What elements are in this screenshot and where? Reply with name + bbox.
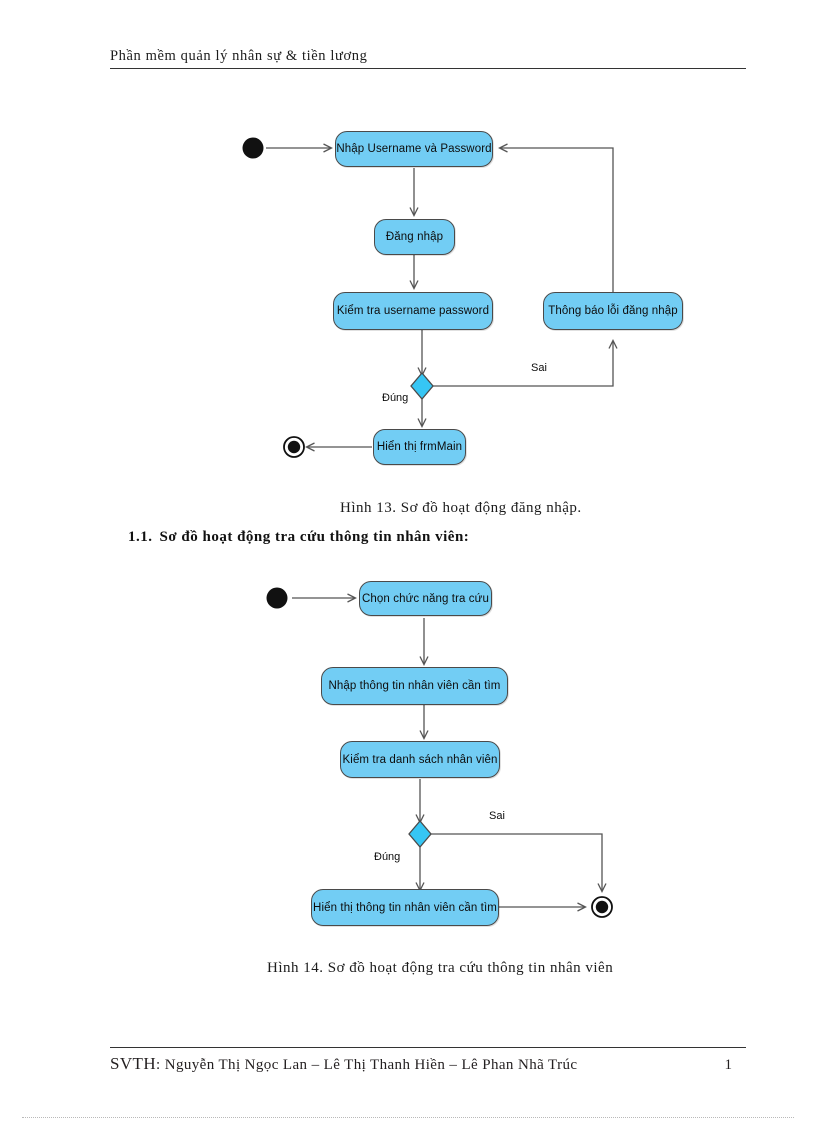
page-number: 1	[724, 1057, 733, 1073]
fig2-edge-decision-false	[430, 833, 607, 893]
fig2-node-enter-employee-info[interactable]: Nhập thông tin nhân viên cần tìm	[321, 667, 508, 705]
fig1-node-login-error[interactable]: Thông báo lỗi đăng nhập	[543, 292, 683, 330]
fig1-edge-decision-false	[432, 339, 618, 387]
fig1-node-input-credentials-label: Nhập Username và Password	[336, 143, 492, 155]
fig2-node-check-employee-list-label: Kiểm tra danh sách nhân viên	[342, 753, 498, 766]
fig1-node-login-label: Đăng nhập	[385, 231, 444, 243]
fig2-edge-label-true: Đúng	[374, 851, 401, 863]
fig2-edge-label-false: Sai	[489, 810, 505, 822]
document-footer: SVTH: Nguyễn Thị Ngọc Lan – Lê Thị Thanh…	[110, 1047, 746, 1074]
fig1-edge-error-back-to-input	[498, 143, 614, 294]
fig1-end-node-ring	[283, 436, 305, 458]
fig1-node-check-credentials[interactable]: Kiểm tra username password	[333, 292, 493, 330]
header-title: Phần mềm quản lý nhân sự & tiền lương	[110, 48, 368, 64]
figure1-caption: Hình 13. Sơ đồ hoạt động đăng nhập.	[340, 500, 582, 516]
fig1-end-node-core	[287, 440, 301, 454]
fig1-node-login-error-label: Thông báo lỗi đăng nhập	[548, 305, 678, 317]
footer-divider	[110, 1047, 746, 1048]
footer-authors-text: Nguyễn Thị Ngọc Lan – Lê Thị Thanh Hiền …	[164, 1057, 578, 1073]
section-heading: 1.1. Sơ đồ hoạt động tra cứu thông tin nh…	[128, 529, 469, 546]
section-heading-number: 1.1.	[128, 529, 153, 545]
footer-authors: SVTH: Nguyễn Thị Ngọc Lan – Lê Thị Thanh…	[110, 1054, 577, 1074]
fig2-decision-diamond	[408, 819, 432, 849]
header-divider	[110, 68, 746, 69]
fig2-end-node-core	[595, 900, 609, 914]
fig1-edge-label-true: Đúng	[382, 392, 409, 404]
section-heading-title: Sơ đồ hoạt động tra cứu thông tin nhân v…	[159, 529, 470, 545]
fig2-node-select-search-label: Chọn chức năng tra cứu	[362, 592, 489, 605]
fig2-start-node	[266, 587, 288, 609]
fig1-decision-diamond	[410, 371, 434, 401]
fig2-node-check-employee-list[interactable]: Kiểm tra danh sách nhân viên	[340, 741, 500, 778]
document-header: Phần mềm quản lý nhân sự & tiền lương	[110, 48, 746, 69]
footer-separator: :	[156, 1057, 165, 1073]
fig1-node-login[interactable]: Đăng nhập	[374, 219, 455, 255]
fig1-edge-label-false: Sai	[531, 362, 547, 374]
footer-svth-label: SVTH	[110, 1054, 156, 1073]
fig1-node-show-frmmain-label: Hiển thị frmMain	[376, 441, 463, 453]
fig2-node-select-search[interactable]: Chọn chức năng tra cứu	[359, 581, 492, 616]
page-bottom-dotted-rule	[22, 1117, 794, 1118]
fig2-node-show-employee-info[interactable]: Hiển thị thông tin nhân viên cần tìm	[311, 889, 499, 926]
fig2-node-enter-employee-info-label: Nhập thông tin nhân viên cần tìm	[328, 680, 501, 692]
fig2-end-node-ring	[591, 896, 613, 918]
fig1-node-show-frmmain[interactable]: Hiển thị frmMain	[373, 429, 466, 465]
fig1-node-input-credentials[interactable]: Nhập Username và Password	[335, 131, 493, 167]
fig2-node-show-employee-info-label: Hiển thị thông tin nhân viên cần tìm	[313, 901, 497, 914]
fig1-node-check-credentials-label: Kiểm tra username password	[336, 305, 490, 317]
fig1-start-node	[242, 137, 264, 159]
figure2-caption: Hình 14. Sơ đồ hoạt động tra cứu thông t…	[267, 960, 614, 976]
